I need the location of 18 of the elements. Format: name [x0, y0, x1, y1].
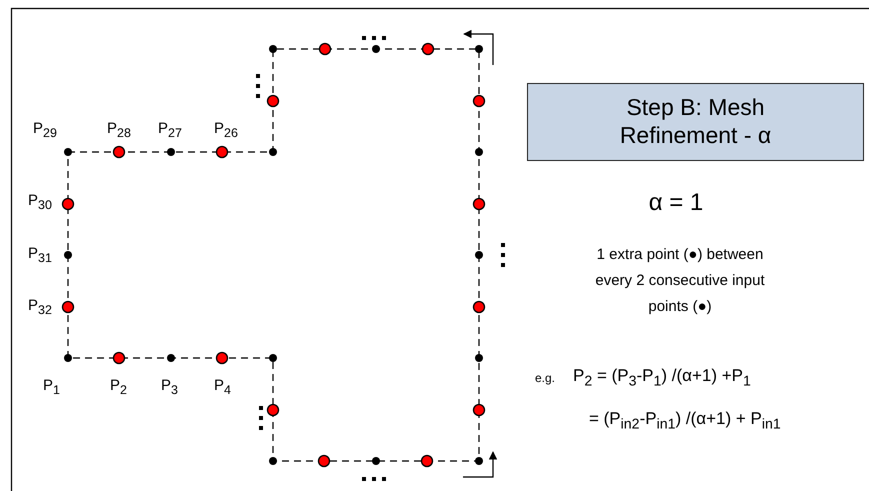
- point-label: P$_{26}$: [214, 121, 238, 141]
- example-label: e.g.: [535, 372, 556, 386]
- point-label: P$_{28}$: [107, 121, 131, 141]
- title-box: [527, 83, 864, 161]
- point-label: P$_{4}$: [214, 378, 231, 398]
- point-label: P$_{3}$: [161, 378, 178, 398]
- point-label: P$_{31}$: [28, 246, 52, 266]
- point-label: P$_{2}$: [110, 378, 127, 398]
- point-label: P$_{32}$: [28, 298, 52, 318]
- point-label: P$_{1}$: [43, 378, 60, 398]
- formula-text: = (P$_{in2}$-P$_{in1}$) /(α+1) + P$_{in1}$: [589, 410, 781, 433]
- description-text: 1 extra point (●) between every 2 consecutive input points (●): [594, 245, 766, 317]
- alpha-value: α = 1: [648, 190, 704, 216]
- point-label: P$_{27}$: [158, 121, 182, 141]
- formula-text: P$_{2}$ = (P$_{3}$-P$_{1}$) /(α+1) +P$_{1}$: [573, 367, 751, 390]
- title-text: Step B: Mesh Refinement - α: [618, 94, 772, 150]
- point-label: P$_{29}$: [33, 121, 57, 141]
- point-label: P$_{30}$: [28, 193, 52, 213]
